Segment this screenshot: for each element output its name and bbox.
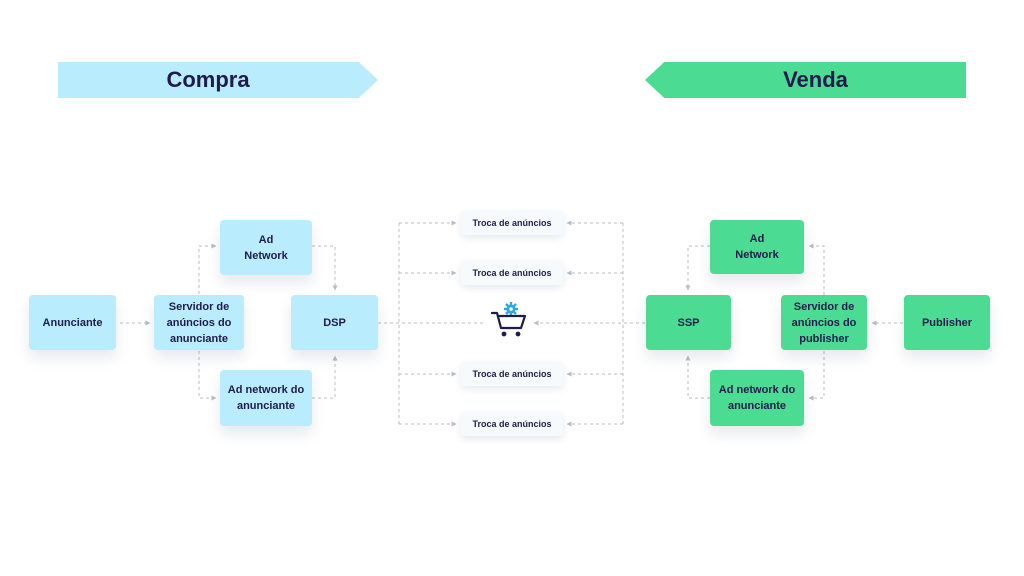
ad-exchange-node: Troca de anúncios	[461, 261, 563, 285]
buy-side-title: Compra	[166, 67, 250, 92]
advertiser-ad-server-label: Servidor de anúncios do anunciante	[166, 300, 232, 345]
ad-exchange-node: Troca de anúncios	[461, 211, 563, 235]
connector-adserver-to-sell-advertiser-network	[808, 351, 825, 401]
ad-exchange-label: Troca de anúncios	[472, 268, 552, 278]
dsp-label: DSP	[323, 316, 346, 329]
publisher-ad-server-label: Servidor de anúncios do publisher	[791, 300, 857, 345]
sell-advertiser-ad-network-node: Ad network do anunciante	[710, 370, 804, 426]
advertiser-label: Anunciante	[42, 316, 103, 329]
advertiser-ad-server-node: Servidor de anúncios do anunciante	[154, 295, 244, 350]
sell-ad-network-label: Ad Network	[735, 233, 779, 261]
ssp-label: SSP	[677, 316, 700, 329]
connector-sell-adnetwork-to-ssp	[685, 245, 710, 291]
ad-exchange-label: Troca de anúncios	[472, 419, 552, 429]
publisher-label: Publisher	[921, 316, 973, 329]
buy-ad-network-node: Ad Network	[220, 220, 312, 275]
connector-advertiser-network-to-dsp	[312, 355, 338, 399]
sell-side-banner: Venda	[645, 62, 966, 98]
sell-ad-network-node: Ad Network	[710, 220, 804, 274]
ad-exchange-node: Troca de anúncios	[461, 412, 563, 436]
connector-adserver-to-advertiser-network	[198, 351, 217, 401]
shopping-cart-icon	[491, 302, 527, 337]
ad-exchange-label: Troca de anúncios	[472, 369, 552, 379]
advertiser-node: Anunciante	[29, 295, 116, 350]
gear-icon	[504, 302, 518, 316]
connector-adnetwork-to-dsp	[312, 245, 338, 291]
connector-adserver-to-sell-adnetwork	[808, 243, 825, 295]
sell-side-title: Venda	[783, 67, 848, 92]
ssp-node: SSP	[646, 295, 731, 350]
ad-exchange-label: Troca de anúncios	[472, 218, 552, 228]
sell-advertiser-ad-network-label: Ad network do anunciante	[718, 384, 796, 412]
dsp-node: DSP	[291, 295, 378, 350]
buy-advertiser-ad-network-label: Ad network do anunciante	[227, 384, 305, 412]
buy-advertiser-ad-network-node: Ad network do anunciante	[220, 370, 312, 426]
buy-ad-network-label: Ad Network	[244, 233, 288, 262]
ad-exchange-node: Troca de anúncios	[461, 362, 563, 386]
connector-adserver-to-adnetwork	[198, 243, 217, 294]
publisher-ad-server-node: Servidor de anúncios do publisher	[781, 295, 867, 350]
connector-sell-advertiser-network-to-ssp	[685, 355, 710, 399]
publisher-node: Publisher	[904, 295, 990, 350]
buy-side-banner: Compra	[58, 62, 378, 98]
